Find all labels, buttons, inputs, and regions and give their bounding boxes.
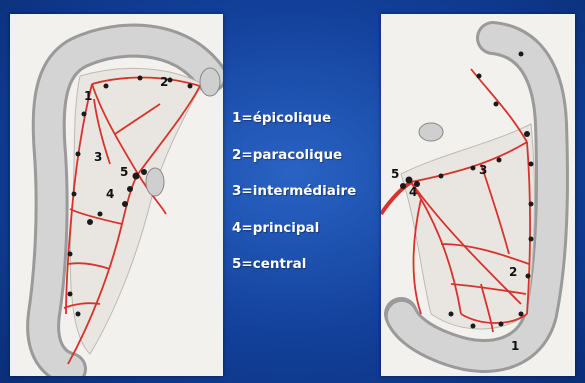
right-label-2: 2 <box>509 265 517 279</box>
left-label-4: 4 <box>106 187 114 201</box>
right-label-4: 4 <box>409 185 417 199</box>
left-label-3: 3 <box>94 150 102 164</box>
legend-item-intermediate: 3=intermédiaire <box>232 181 377 218</box>
left-label-5: 5 <box>120 165 128 179</box>
legend-item-central: 5=central <box>232 254 377 291</box>
right-label-3: 3 <box>479 163 487 177</box>
left-mesentery <box>70 68 202 354</box>
right-label-1: 1 <box>511 339 519 353</box>
right-ileum-stub <box>419 123 443 141</box>
left-label-1: 1 <box>84 89 92 103</box>
legend-item-epicolic: 1=épicolique <box>232 108 377 145</box>
right-illustration-panel: 5 4 3 2 1 <box>381 14 575 376</box>
right-label-5: 5 <box>391 167 399 181</box>
left-illustration-panel: 1 2 3 5 4 <box>10 14 223 376</box>
legend-item-principal: 4=principal <box>232 218 377 255</box>
lymph-node-legend: 1=épicolique 2=paracolique 3=intermédiai… <box>232 108 377 291</box>
legend-item-paracolic: 2=paracolique <box>232 145 377 182</box>
right-colon-diagram: 5 4 3 2 1 <box>381 14 575 376</box>
left-label-2: 2 <box>160 75 168 89</box>
left-colon-diagram: 1 2 3 5 4 <box>10 14 223 376</box>
